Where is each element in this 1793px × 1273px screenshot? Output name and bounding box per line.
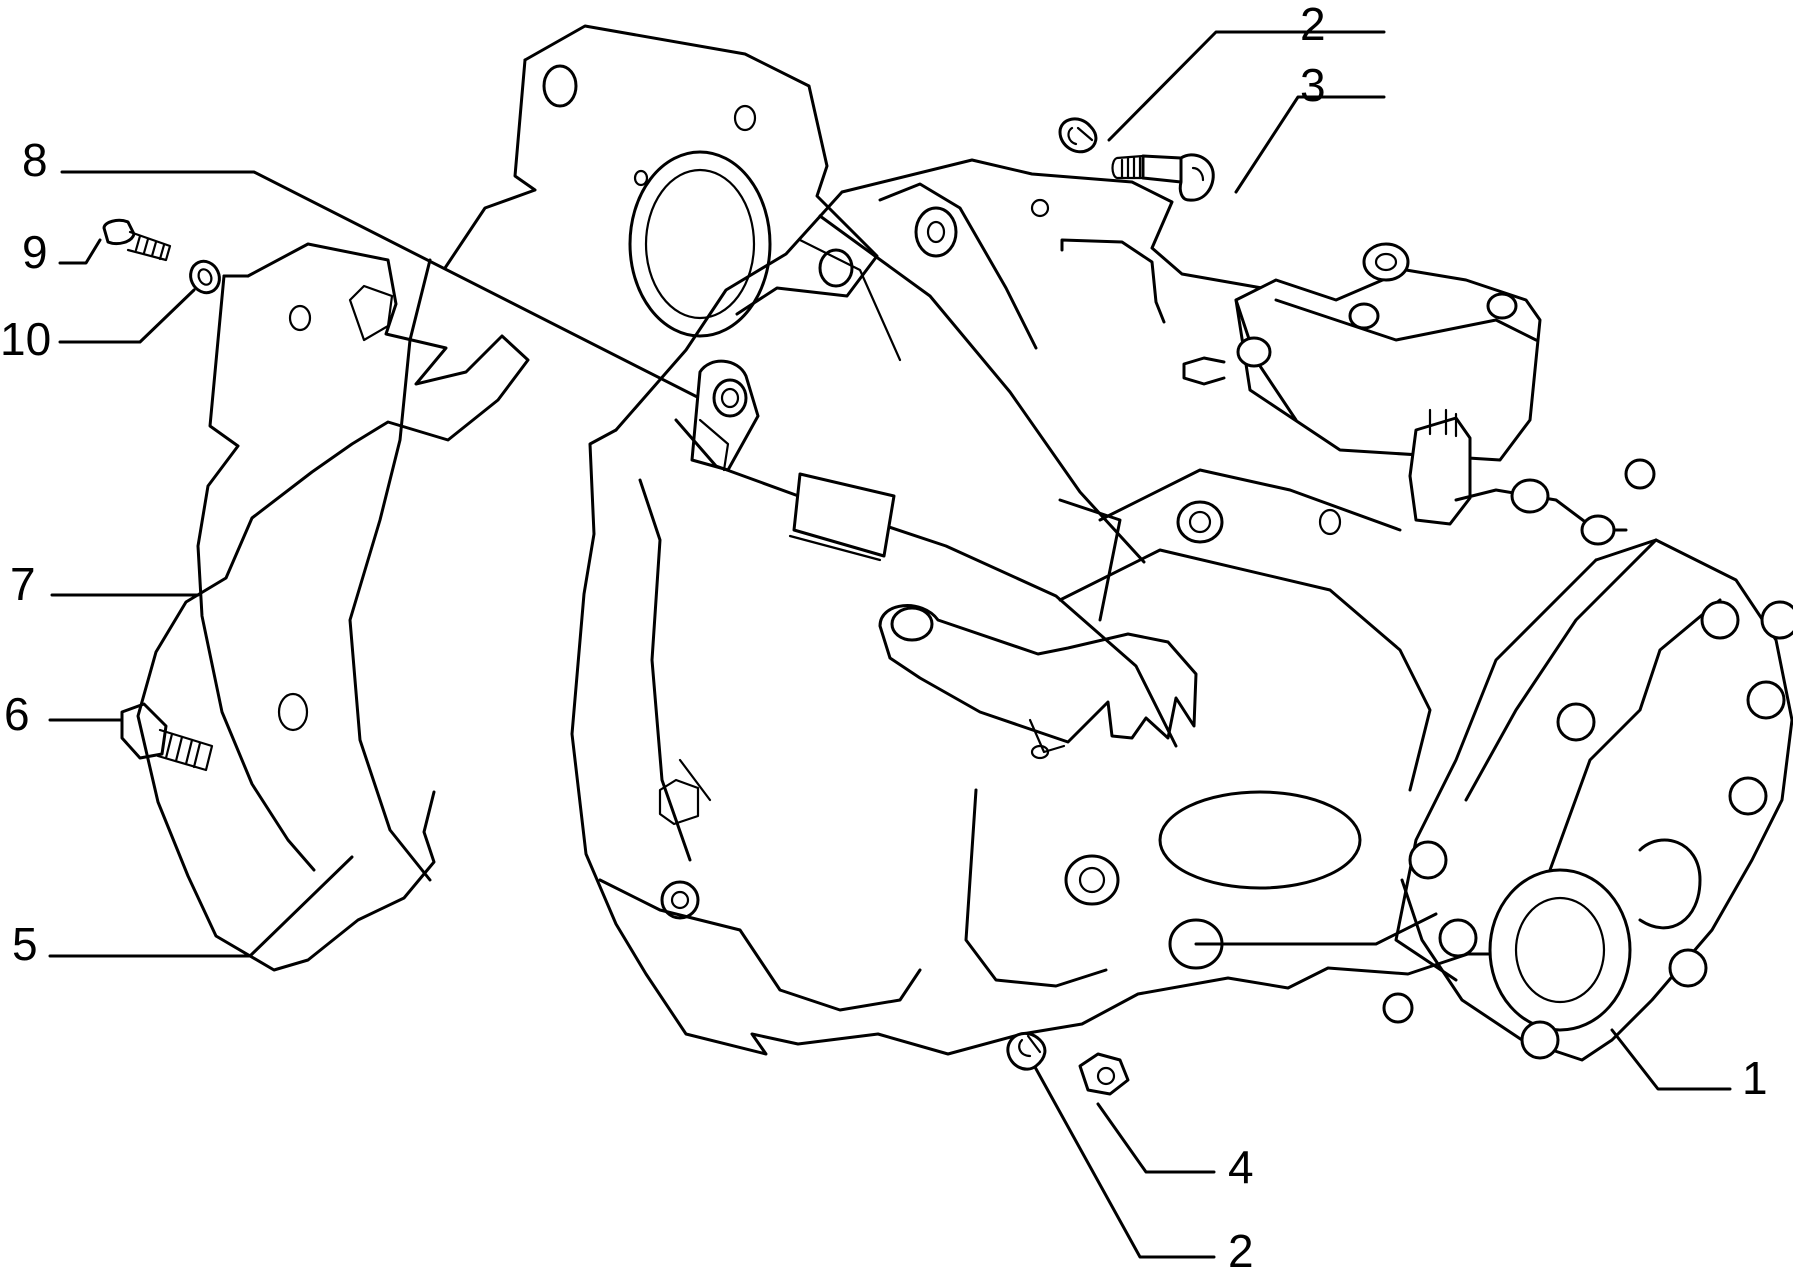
callout-4: 4 xyxy=(1228,1141,1254,1193)
bolt-part-9 xyxy=(102,218,172,262)
leader-lines xyxy=(48,30,1732,1259)
nut-part-4 xyxy=(1078,1052,1130,1096)
spring-washer-bottom xyxy=(1006,1031,1047,1071)
callout-3: 3 xyxy=(1300,59,1326,111)
callout-8: 8 xyxy=(22,134,48,186)
callout-6: 6 xyxy=(4,688,30,740)
bellhousing-cover xyxy=(348,24,879,882)
stud-bolt-part-6 xyxy=(120,702,214,772)
rear-end-cover-part-1 xyxy=(1382,538,1793,1062)
bolt-part-3 xyxy=(1111,153,1215,202)
dust-cover-plate-part-7 xyxy=(136,242,530,972)
gearbox-housing xyxy=(570,158,1570,1056)
callout-7: 7 xyxy=(10,558,36,610)
callout-10: 10 xyxy=(0,313,51,365)
callout-2-bottom: 2 xyxy=(1228,1225,1254,1273)
callout-9: 9 xyxy=(22,226,48,278)
callout-2-top: 2 xyxy=(1300,0,1326,50)
spring-washer-top xyxy=(1058,117,1098,154)
washer-part-10 xyxy=(189,259,221,295)
callout-5: 5 xyxy=(12,918,38,970)
callout-1: 1 xyxy=(1742,1052,1768,1104)
lifting-bracket-part-8 xyxy=(690,359,760,472)
selector-housing xyxy=(1182,242,1656,546)
